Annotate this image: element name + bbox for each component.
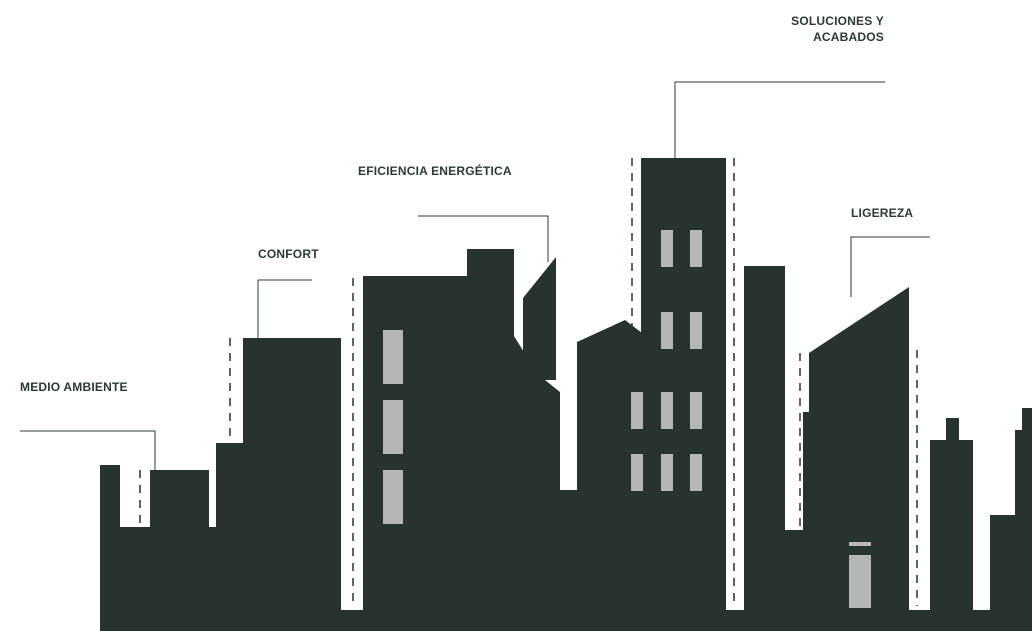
building-eficiencia-left (363, 276, 475, 610)
window (661, 392, 673, 429)
door-window (849, 542, 871, 546)
leader-line-ligereza (850, 236, 930, 297)
dashed-guides (139, 158, 918, 606)
building-ligereza-step (803, 412, 813, 610)
ground (100, 608, 1032, 631)
building-ligereza (809, 287, 909, 610)
building-far-right-cluster (930, 418, 973, 610)
window (690, 454, 702, 491)
window (631, 392, 643, 429)
label-ligereza: LIGEREZA (851, 206, 914, 220)
label-medio-ambiente: MEDIO AMBIENTE (20, 380, 128, 394)
leader-lines (20, 81, 930, 470)
window (661, 230, 673, 267)
leader-line-confort (257, 279, 312, 338)
building-right-low (783, 530, 805, 610)
label-soluciones-line1: SOLUCIONES Y (791, 14, 884, 28)
building-center-low (556, 490, 578, 610)
label-soluciones-line2: ACABADOS (813, 30, 884, 44)
leader-line-medio-ambiente (20, 430, 156, 470)
building-edge-right (990, 408, 1032, 610)
building-medio-ambiente (150, 470, 209, 610)
window (631, 454, 643, 491)
building-confort (243, 338, 341, 610)
window (383, 400, 403, 454)
window (383, 470, 403, 524)
window (661, 312, 673, 349)
building-far-left (100, 465, 120, 610)
building-soluciones (641, 158, 726, 610)
windows (383, 230, 871, 608)
window (690, 312, 702, 349)
building-low-left (118, 527, 153, 610)
buildings (100, 158, 1032, 610)
window (690, 230, 702, 267)
building-step (216, 443, 246, 610)
label-confort: CONFORT (258, 247, 319, 261)
leader-line-soluciones (674, 81, 885, 158)
window (690, 392, 702, 429)
label-soluciones-y-acabados: SOLUCIONES Y ACABADOS (760, 13, 884, 45)
window (383, 330, 403, 384)
door (849, 555, 871, 608)
label-eficiencia-energetica: EFICIENCIA ENERGÉTICA (358, 164, 512, 178)
building-right-tall (744, 266, 785, 610)
building-chunk-center (458, 333, 560, 610)
building-roof-center (577, 320, 642, 610)
window (661, 454, 673, 491)
building-gaps (341, 266, 990, 610)
building-spire (523, 257, 556, 380)
leader-line-eficiencia (418, 215, 549, 262)
